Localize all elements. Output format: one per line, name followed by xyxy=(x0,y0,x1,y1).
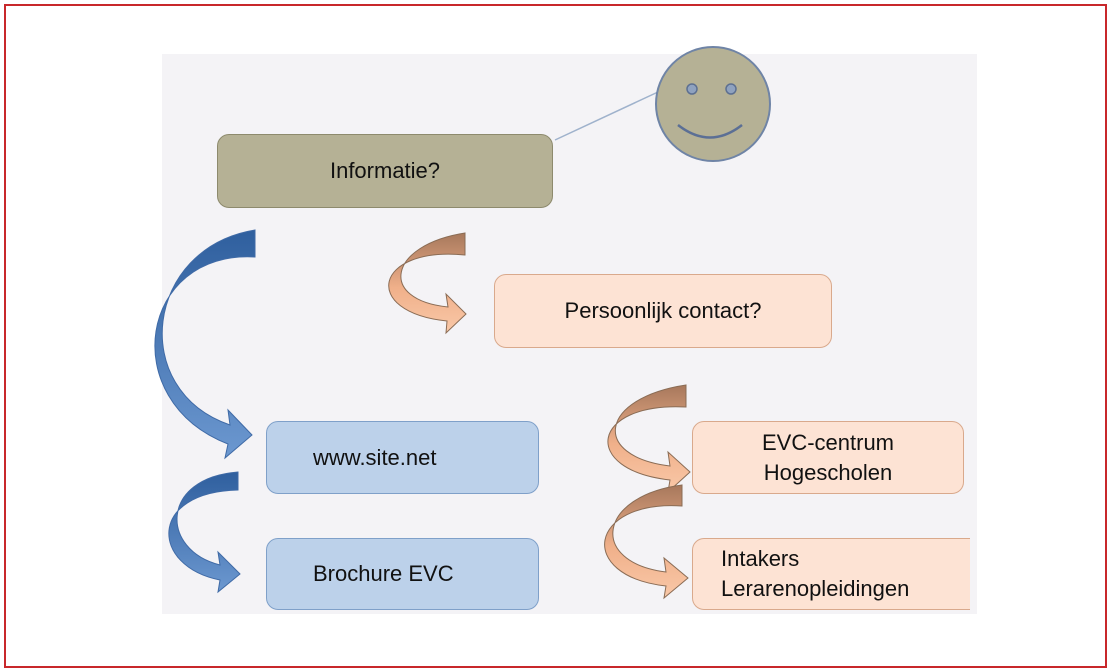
evc-centrum-line1: EVC-centrum xyxy=(761,429,895,455)
persoonlijk-contact-box: Persoonlijk contact? xyxy=(494,274,832,348)
intakers-line2: Lerarenopleidingen xyxy=(721,576,910,601)
smiley-face-icon xyxy=(655,46,771,162)
brochure-label: Brochure EVC xyxy=(313,561,454,587)
brochure-box: Brochure EVC xyxy=(266,538,539,610)
connector-line xyxy=(554,91,659,141)
curved-arrow-icon xyxy=(604,484,689,600)
curved-arrow-icon xyxy=(388,232,467,335)
curved-arrow-icon xyxy=(607,384,691,494)
evc-centrum-line2: Hogescholen xyxy=(763,459,893,485)
page-frame xyxy=(4,4,1107,668)
intakers-box: Intakers Lerarenopleidingen xyxy=(692,538,970,610)
informatie-box: Informatie? xyxy=(217,134,553,208)
informatie-label: Informatie? xyxy=(329,158,441,184)
persoonlijk-contact-label: Persoonlijk contact? xyxy=(564,298,762,324)
site-label: www.site.net xyxy=(313,444,437,470)
evc-centrum-box: EVC-centrum Hogescholen xyxy=(692,421,964,494)
curved-arrow-icon xyxy=(154,229,256,460)
site-box: www.site.net xyxy=(266,421,539,494)
curved-arrow-icon xyxy=(168,471,241,594)
intakers-line1: Intakers xyxy=(721,546,800,572)
